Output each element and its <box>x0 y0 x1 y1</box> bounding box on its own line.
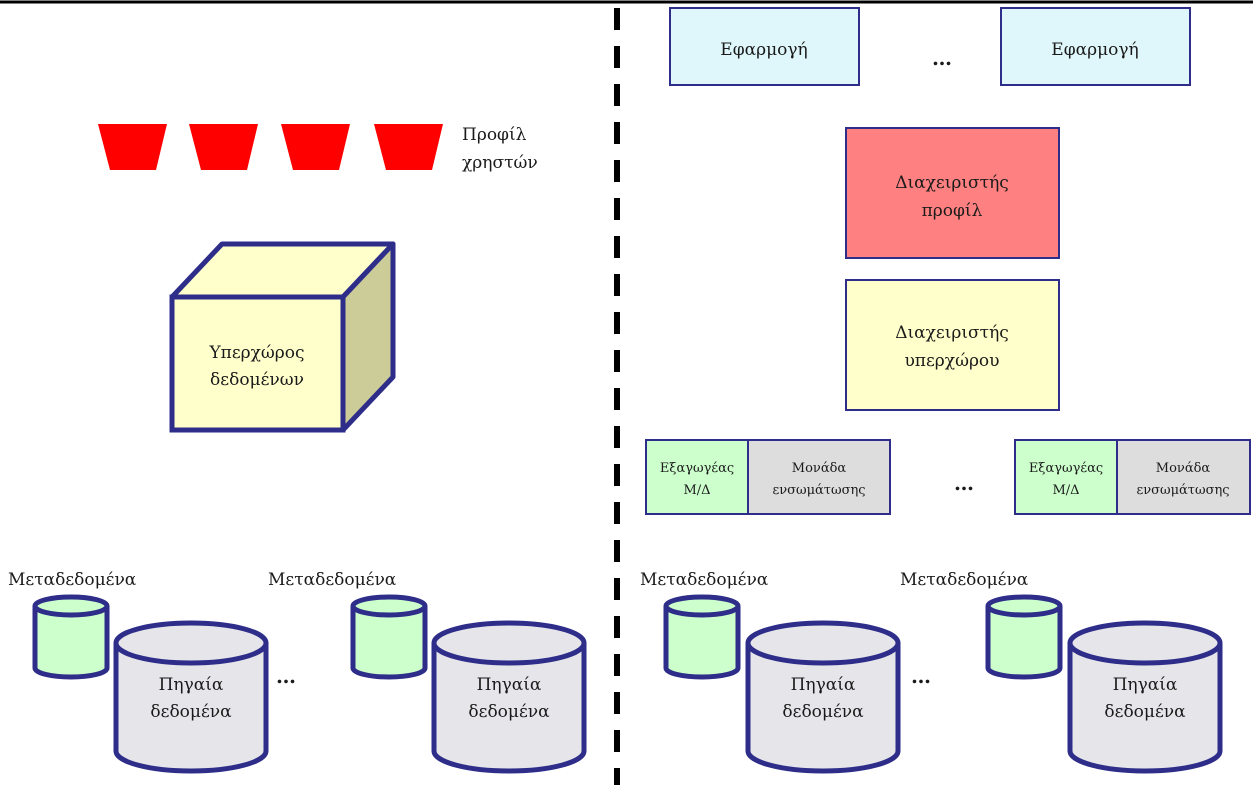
metadata-cylinder <box>663 606 741 680</box>
integrator-label-line1: Μονάδα <box>792 461 847 476</box>
metadata-label: Μεταδεδομένα <box>900 570 1029 590</box>
cube-front <box>169 294 346 433</box>
profiles-label-line1: Προφίλ <box>462 125 527 145</box>
left-source-pair-1: Μεταδεδομένα Πηγαία δεδομένα <box>8 570 269 774</box>
integrator-label-line2: ενσωμάτωσης <box>1136 483 1229 498</box>
metadata-cylinder <box>350 606 428 680</box>
extractor-box <box>1014 439 1118 515</box>
source-label-line2: δεδομένα <box>782 702 864 722</box>
applications-ellipsis: … <box>932 46 952 70</box>
module-pair-1: Εξαγωγέας Μ/Δ Μονάδα ενσωμάτωσης <box>645 439 891 515</box>
integrator-label-line2: ενσωμάτωσης <box>772 483 865 498</box>
metadata-cylinder-top <box>32 594 110 618</box>
left-sources-ellipsis: … <box>276 664 296 688</box>
source-cylinder <box>431 643 587 774</box>
data-hyperspace-cube: Υπερχώρος δεδομένων <box>169 241 396 433</box>
cube-label-line2: δεδομένων <box>210 370 304 390</box>
user-profiles-group: Προφίλ χρηστών <box>98 124 538 173</box>
source-cylinder-top <box>113 620 269 666</box>
integrator-box <box>747 439 891 515</box>
profiles-label-line2: χρηστών <box>462 153 538 173</box>
metadata-cylinder <box>985 606 1063 680</box>
extractor-label-line1: Εξαγωγέας <box>1029 461 1103 476</box>
hyperspace-manager-box <box>845 279 1060 411</box>
source-label-line1: Πηγαία <box>791 675 856 695</box>
right-sources-ellipsis: … <box>911 664 931 688</box>
source-label-line2: δεδομένα <box>468 702 550 722</box>
source-cylinder <box>113 643 269 774</box>
integrator-label-line1: Μονάδα <box>1156 461 1211 476</box>
profile-manager: Διαχειριστής προφίλ <box>845 127 1060 259</box>
extractor-label-line2: Μ/Δ <box>683 483 710 498</box>
source-cylinder <box>745 643 901 774</box>
profile-trapezoid <box>374 124 443 170</box>
profile-manager-box <box>845 127 1060 259</box>
source-label-line2: δεδομένα <box>1104 702 1186 722</box>
source-label-line1: Πηγαία <box>1113 675 1178 695</box>
profile-manager-label-line2: προφίλ <box>922 201 983 221</box>
source-label-line1: Πηγαία <box>159 675 224 695</box>
right-source-pair-2: Μεταδεδομένα Πηγαία δεδομένα <box>900 570 1223 774</box>
left-source-pair-2: Μεταδεδομένα Πηγαία δεδομένα <box>268 570 587 774</box>
profile-trapezoid <box>189 124 258 170</box>
extractor-label-line1: Εξαγωγέας <box>660 461 734 476</box>
application-box <box>669 7 860 86</box>
profile-manager-label-line1: Διαχειριστής <box>895 173 1009 193</box>
profile-trapezoid <box>98 124 167 170</box>
application-label: Εφαρμογή <box>1051 40 1138 60</box>
hyperspace-manager-label-line2: υπερχώρου <box>904 351 999 371</box>
metadata-label: Μεταδεδομένα <box>640 570 769 590</box>
application-label: Εφαρμογή <box>720 40 807 60</box>
modules-ellipsis: … <box>954 471 974 495</box>
metadata-label: Μεταδεδομένα <box>268 570 397 590</box>
module-pair-2: Εξαγωγέας Μ/Δ Μονάδα ενσωμάτωσης <box>1014 439 1251 515</box>
metadata-cylinder-top <box>985 594 1063 618</box>
profile-trapezoid <box>281 124 350 170</box>
extractor-box <box>645 439 749 515</box>
integrator-box <box>1116 439 1251 515</box>
source-cylinder-top <box>1067 620 1223 666</box>
hyperspace-manager: Διαχειριστής υπερχώρου <box>845 279 1060 411</box>
application-box <box>1000 7 1191 86</box>
cube-label-line1: Υπερχώρος <box>208 343 304 363</box>
applications-row: Εφαρμογή … Εφαρμογή <box>669 7 1191 86</box>
hyperspace-manager-label-line1: Διαχειριστής <box>895 323 1009 343</box>
metadata-cylinder <box>32 606 110 680</box>
metadata-cylinder-top <box>663 594 741 618</box>
metadata-cylinder-top <box>350 594 428 618</box>
source-cylinder-top <box>431 620 587 666</box>
source-cylinder <box>1067 643 1223 774</box>
source-label-line2: δεδομένα <box>150 702 232 722</box>
source-cylinder-top <box>745 620 901 666</box>
extractor-label-line2: Μ/Δ <box>1052 483 1079 498</box>
source-label-line1: Πηγαία <box>477 675 542 695</box>
right-source-pair-1: Μεταδεδομένα Πηγαία δεδομένα <box>640 570 901 774</box>
metadata-label: Μεταδεδομένα <box>8 570 137 590</box>
